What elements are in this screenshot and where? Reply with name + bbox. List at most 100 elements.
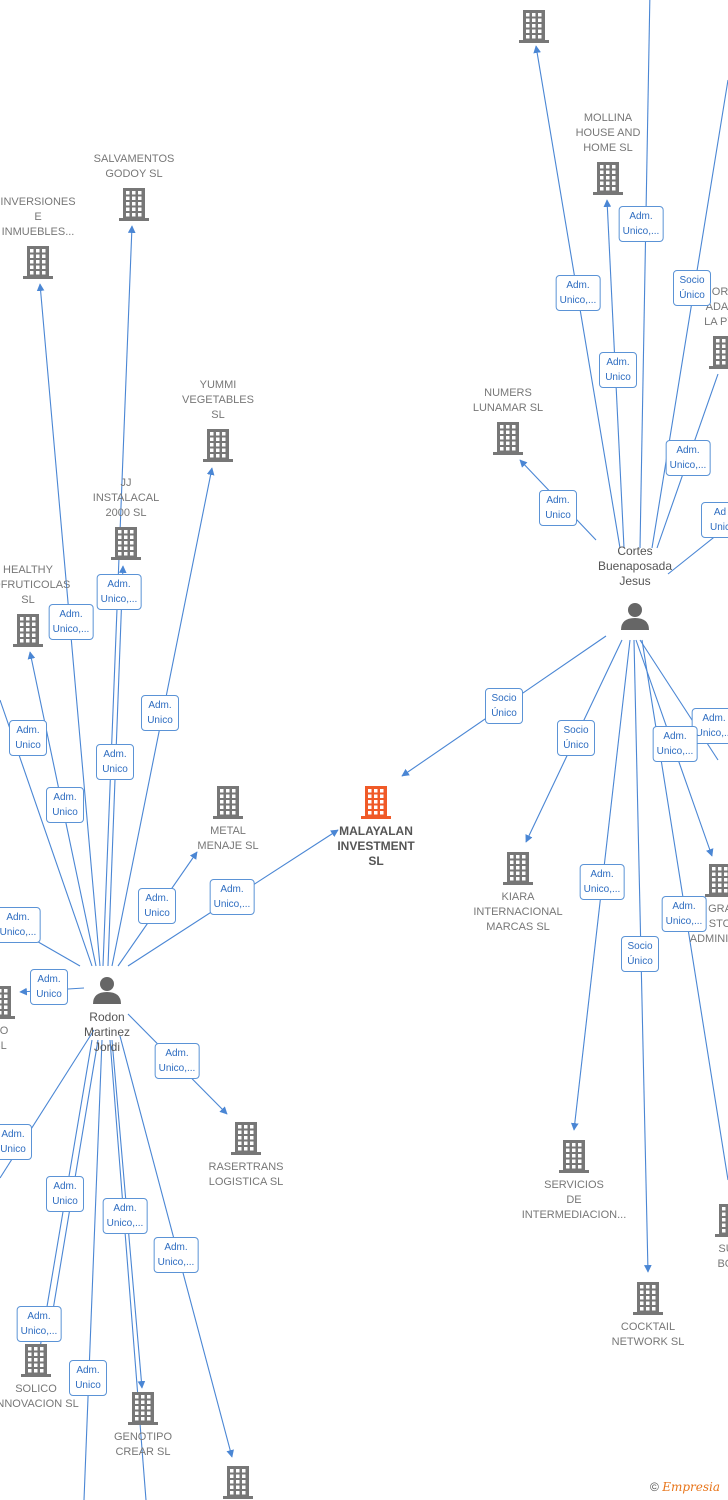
relation-badge[interactable]: Adm.Unico xyxy=(0,1124,32,1160)
company-label-ro[interactable]: ROSL xyxy=(0,1024,8,1054)
relation-badge-line: Adm. xyxy=(6,912,30,923)
company-label-line: SOLICO xyxy=(15,1383,57,1395)
relation-badge-line: Unico,... xyxy=(213,899,251,910)
relation-badge-line: Unico,... xyxy=(157,1257,195,1268)
relation-badge[interactable]: Adm.Unico xyxy=(69,1360,107,1396)
relation-badge-line: Adm. xyxy=(37,974,61,985)
company-label-line: INMUEBLES... xyxy=(1,226,75,238)
relation-badge[interactable]: Adm.Unico,... xyxy=(579,864,625,900)
company-label-line: INSTALACAL xyxy=(92,492,160,504)
company-label-line: RO xyxy=(0,1025,9,1037)
relation-badge[interactable]: Adm.Unico,... xyxy=(16,1306,62,1342)
company-label-line: MARCAS SL xyxy=(486,921,550,933)
building-icon xyxy=(23,246,53,279)
relation-badge-line: Adm. xyxy=(148,700,172,711)
company-label-line: SALVAMENTOS xyxy=(93,153,175,165)
company-label-line: LOGISTICA SL xyxy=(208,1176,284,1188)
relation-badge-line: Adm. xyxy=(590,869,614,880)
relation-badge[interactable]: Adm.Unico xyxy=(539,490,577,526)
relation-badge[interactable]: Adm.Unico xyxy=(141,695,179,731)
relation-badge[interactable]: Adm.Unico xyxy=(138,888,176,924)
relation-badge-line: Adm. xyxy=(53,792,77,803)
relation-badge-line: Unico,... xyxy=(100,594,138,605)
company-label-line: MOLLINA xyxy=(583,112,633,124)
relation-badge[interactable]: Adm.Unico xyxy=(30,969,68,1005)
company-label-orn[interactable]: ORN ADAPT LA PYM xyxy=(704,285,728,330)
company-label-line: INVERSIONES xyxy=(0,196,76,208)
brand-name: Empresia xyxy=(662,1480,720,1494)
relation-badge[interactable]: Adm.Unico xyxy=(599,352,637,388)
relation-badge-line: Unico,... xyxy=(0,927,37,938)
relation-badge[interactable]: Adm. Unico,... xyxy=(96,574,142,610)
company-label-line: GRA xyxy=(708,903,728,915)
company-label-line: CREAR SL xyxy=(115,1446,171,1458)
relation-edge xyxy=(639,0,651,549)
relation-badge-line: Unico,... xyxy=(695,728,728,739)
person-label-line: Rodon xyxy=(89,1010,125,1024)
building-icon xyxy=(13,614,43,647)
company-label-healthy[interactable]: HEALTHYTOFRUTICOLASSL xyxy=(0,563,70,608)
building-icon xyxy=(231,1122,261,1155)
relation-badge[interactable]: Adm.Unico,... xyxy=(555,275,601,311)
company-label-line: YUMMI xyxy=(199,379,237,391)
company-label-sur[interactable]: SURBOM xyxy=(717,1242,728,1272)
relation-badge-line: Unico xyxy=(605,372,631,383)
company-label-line: BOM xyxy=(717,1258,728,1270)
company-label-line: INVESTMENT xyxy=(337,839,415,853)
company-label-line: ORN xyxy=(711,286,728,298)
company-label-inversiones[interactable]: INVERSIONES E INMUEBLES... xyxy=(0,195,75,240)
building-icon xyxy=(223,1466,253,1499)
company-label-line: E xyxy=(34,211,42,223)
relation-badge-line: Adm. xyxy=(107,579,131,590)
relation-badge[interactable]: Adm.Unico,... xyxy=(665,440,711,476)
relation-badge-line: Socio xyxy=(679,275,705,286)
relation-badge[interactable]: Adm.Unico,... xyxy=(652,726,698,762)
relation-badge[interactable]: Adm.Unico xyxy=(46,787,84,823)
relation-badge[interactable]: Adm.Unico xyxy=(96,744,134,780)
relation-badge-line: Adm. xyxy=(702,713,726,724)
relation-badge[interactable]: Adm.Unico xyxy=(46,1176,84,1212)
building-icon xyxy=(503,852,533,885)
person-label-line: Jordi xyxy=(93,1040,121,1054)
company-label-line: SL xyxy=(368,854,384,868)
relation-badge[interactable]: Adm. Unico,... xyxy=(0,907,41,943)
relation-badge-line: Adm. xyxy=(145,893,169,904)
company-label-line: ADAPT xyxy=(705,301,728,313)
company-label-line: INTERMEDIACION... xyxy=(521,1209,627,1221)
company-label-line: LA PYM xyxy=(704,316,728,328)
relation-badge[interactable]: Adm.Unico,... xyxy=(661,896,707,932)
relation-badge-line: Unico xyxy=(15,740,41,751)
relation-badge-line: Único xyxy=(627,956,653,967)
relation-badge[interactable]: Adm.Unico,... xyxy=(618,206,664,242)
relation-badge[interactable]: Adm.Unico,... xyxy=(209,879,255,915)
building-icon xyxy=(213,786,243,819)
relation-badge-line: Adm. xyxy=(164,1242,188,1253)
relation-badge[interactable]: Adm.Unico xyxy=(9,720,47,756)
relation-badge[interactable]: Adm. Unico,... xyxy=(153,1237,199,1273)
company-label-gra[interactable]: GRASTOADMINISTR xyxy=(690,902,728,947)
relation-badge[interactable]: Adm.Unico,... xyxy=(154,1043,200,1079)
relation-badge-line: Adm. xyxy=(113,1203,137,1214)
relation-badge[interactable]: Adm.Unico,... xyxy=(102,1198,148,1234)
relation-badge[interactable]: Adm.Unico,... xyxy=(48,604,94,640)
